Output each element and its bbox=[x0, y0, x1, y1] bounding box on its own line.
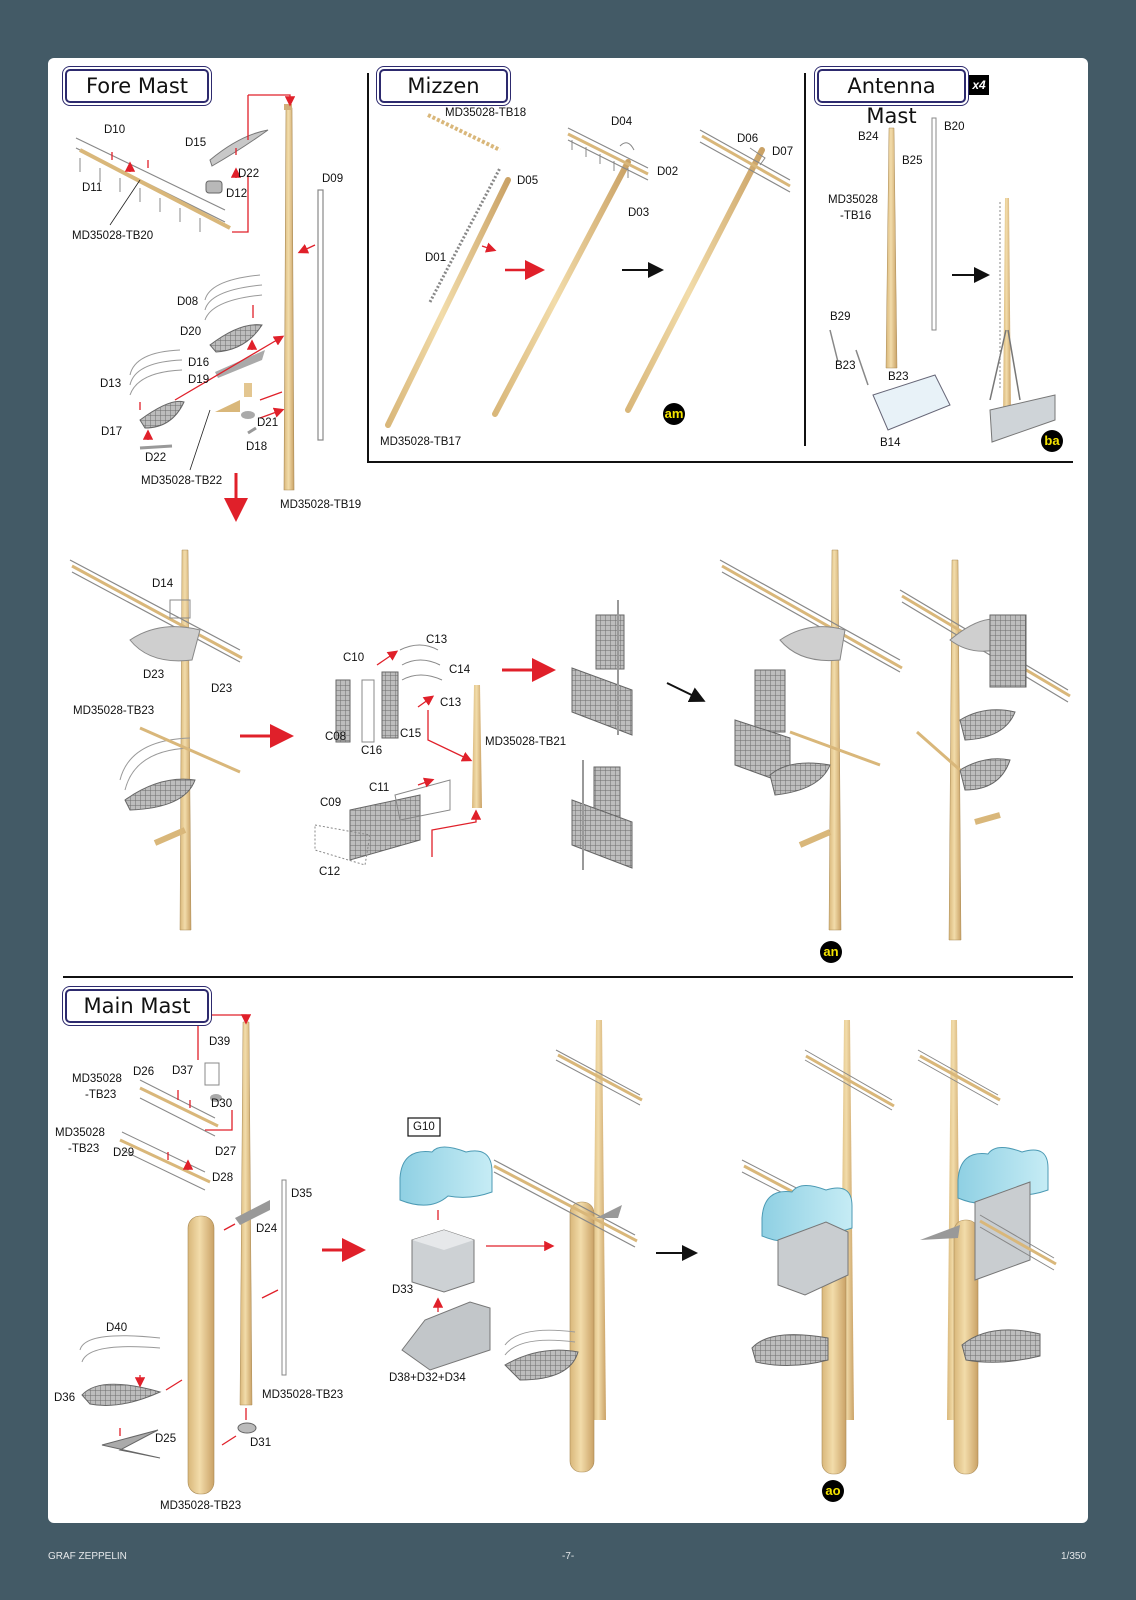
part-label: MD35028-TB17 bbox=[380, 436, 462, 448]
mizzen-title: Mizzen bbox=[379, 69, 508, 103]
part-label: D38+D32+D34 bbox=[389, 1372, 466, 1384]
part-label: B23 bbox=[888, 371, 909, 383]
instruction-sheet bbox=[48, 58, 1088, 1523]
part-label: D05 bbox=[517, 175, 539, 187]
part-label: MD35028 bbox=[55, 1127, 105, 1139]
part-label: D11 bbox=[82, 182, 103, 194]
part-label: D13 bbox=[100, 378, 122, 390]
part-label: -TB16 bbox=[840, 210, 872, 222]
step-badge-ba: ba bbox=[1041, 430, 1063, 452]
x4-box bbox=[969, 75, 989, 95]
part-label: C10 bbox=[343, 652, 365, 664]
antenna-mast-diagram bbox=[829, 75, 1056, 443]
fore-mast-diagram bbox=[75, 94, 324, 522]
fore-assembly-diagram bbox=[69, 549, 1071, 941]
part-label: D12 bbox=[226, 188, 248, 200]
part-label: B29 bbox=[830, 311, 851, 323]
part-label: MD35028-TB19 bbox=[280, 499, 362, 511]
part-label: B24 bbox=[858, 131, 879, 143]
fore-mast-pole bbox=[283, 107, 295, 491]
part-label: MD35028 bbox=[828, 194, 878, 206]
part-label: D15 bbox=[185, 137, 207, 149]
part-label: D36 bbox=[54, 1392, 76, 1404]
part-label: D37 bbox=[172, 1065, 194, 1077]
part-label: MD35028-TB20 bbox=[72, 230, 154, 242]
part-label: B14 bbox=[880, 437, 901, 449]
part-label: D25 bbox=[155, 1433, 177, 1445]
part-label: D31 bbox=[250, 1437, 272, 1449]
part-label: D30 bbox=[211, 1098, 233, 1110]
part-label: -TB23 bbox=[68, 1143, 100, 1155]
part-label: C09 bbox=[320, 797, 342, 809]
mizzen-frame bbox=[367, 73, 1073, 463]
part-label: MD35028 bbox=[72, 1073, 122, 1085]
part-label: C16 bbox=[361, 745, 383, 757]
part-label: D27 bbox=[215, 1146, 237, 1158]
part-label: C13 bbox=[440, 697, 462, 709]
part-label: B20 bbox=[944, 121, 965, 133]
part-label: MD35028-TB23 bbox=[160, 1500, 242, 1512]
part-label: B25 bbox=[902, 155, 923, 167]
step-badge-ao: ao bbox=[822, 1480, 844, 1502]
mizzen-diagram bbox=[385, 113, 791, 428]
part-label: D03 bbox=[628, 207, 650, 219]
footer-title: GRAF ZEPPELIN bbox=[48, 1551, 127, 1562]
part-label: D07 bbox=[772, 146, 794, 158]
part-label: D08 bbox=[177, 296, 199, 308]
ladder-d09 bbox=[317, 189, 324, 441]
part-label: D06 bbox=[737, 133, 759, 145]
part-label: D33 bbox=[392, 1284, 414, 1296]
part-label: D26 bbox=[133, 1066, 155, 1078]
part-label: D39 bbox=[209, 1036, 231, 1048]
part-label: D35 bbox=[291, 1188, 313, 1200]
antenna-mast-title: Antenna Mast bbox=[817, 69, 966, 128]
part-label: D14 bbox=[152, 578, 174, 590]
part-label: D23 bbox=[143, 669, 165, 681]
part-label: D10 bbox=[104, 124, 126, 136]
part-label: C11 bbox=[369, 782, 390, 794]
part-label: D21 bbox=[257, 417, 279, 429]
part-label: D09 bbox=[322, 173, 344, 185]
part-label: C15 bbox=[400, 728, 422, 740]
part-label: D29 bbox=[113, 1147, 135, 1159]
step-badge-am: am bbox=[663, 403, 685, 425]
part-label: D02 bbox=[657, 166, 679, 178]
page-number: -7- bbox=[562, 1551, 575, 1562]
part-label: MD35028-TB22 bbox=[141, 475, 223, 487]
part-label: C08 bbox=[325, 731, 347, 743]
part-label: D22 bbox=[238, 168, 260, 180]
part-label: D18 bbox=[246, 441, 268, 453]
part-label: MD35028-TB23 bbox=[262, 1389, 344, 1401]
x4-multiplier: x4 bbox=[972, 78, 986, 92]
part-label: D22 bbox=[145, 452, 167, 464]
part-label: MD35028-TB18 bbox=[445, 107, 527, 119]
yard-tb20 bbox=[79, 148, 231, 230]
g10-box bbox=[407, 1117, 441, 1137]
part-label: G10 bbox=[413, 1121, 435, 1133]
part-label: D20 bbox=[180, 326, 202, 338]
part-label: D16 bbox=[188, 357, 210, 369]
part-label: D19 bbox=[188, 374, 210, 386]
fore-mast-title: Fore Mast bbox=[65, 69, 209, 103]
part-label: -TB23 bbox=[85, 1089, 117, 1101]
part-label: D28 bbox=[212, 1172, 234, 1184]
part-label: MD35028-TB23 bbox=[73, 705, 155, 717]
part-label: MD35028-TB21 bbox=[485, 736, 567, 748]
part-label: C13 bbox=[426, 634, 448, 646]
part-label: D17 bbox=[101, 426, 123, 438]
part-label: C12 bbox=[319, 866, 341, 878]
part-label: D23 bbox=[211, 683, 233, 695]
part-label: D24 bbox=[256, 1223, 278, 1235]
part-label: D04 bbox=[611, 116, 633, 128]
step-badge-an: an bbox=[820, 941, 842, 963]
main-mast-title: Main Mast bbox=[65, 989, 209, 1023]
part-label: D01 bbox=[425, 252, 447, 264]
scale-label: 1/350 bbox=[1061, 1551, 1087, 1562]
part-label: C14 bbox=[449, 664, 471, 676]
part-label: B23 bbox=[835, 360, 856, 372]
main-mast-diagram bbox=[79, 1014, 1057, 1495]
part-label: D40 bbox=[106, 1322, 128, 1334]
